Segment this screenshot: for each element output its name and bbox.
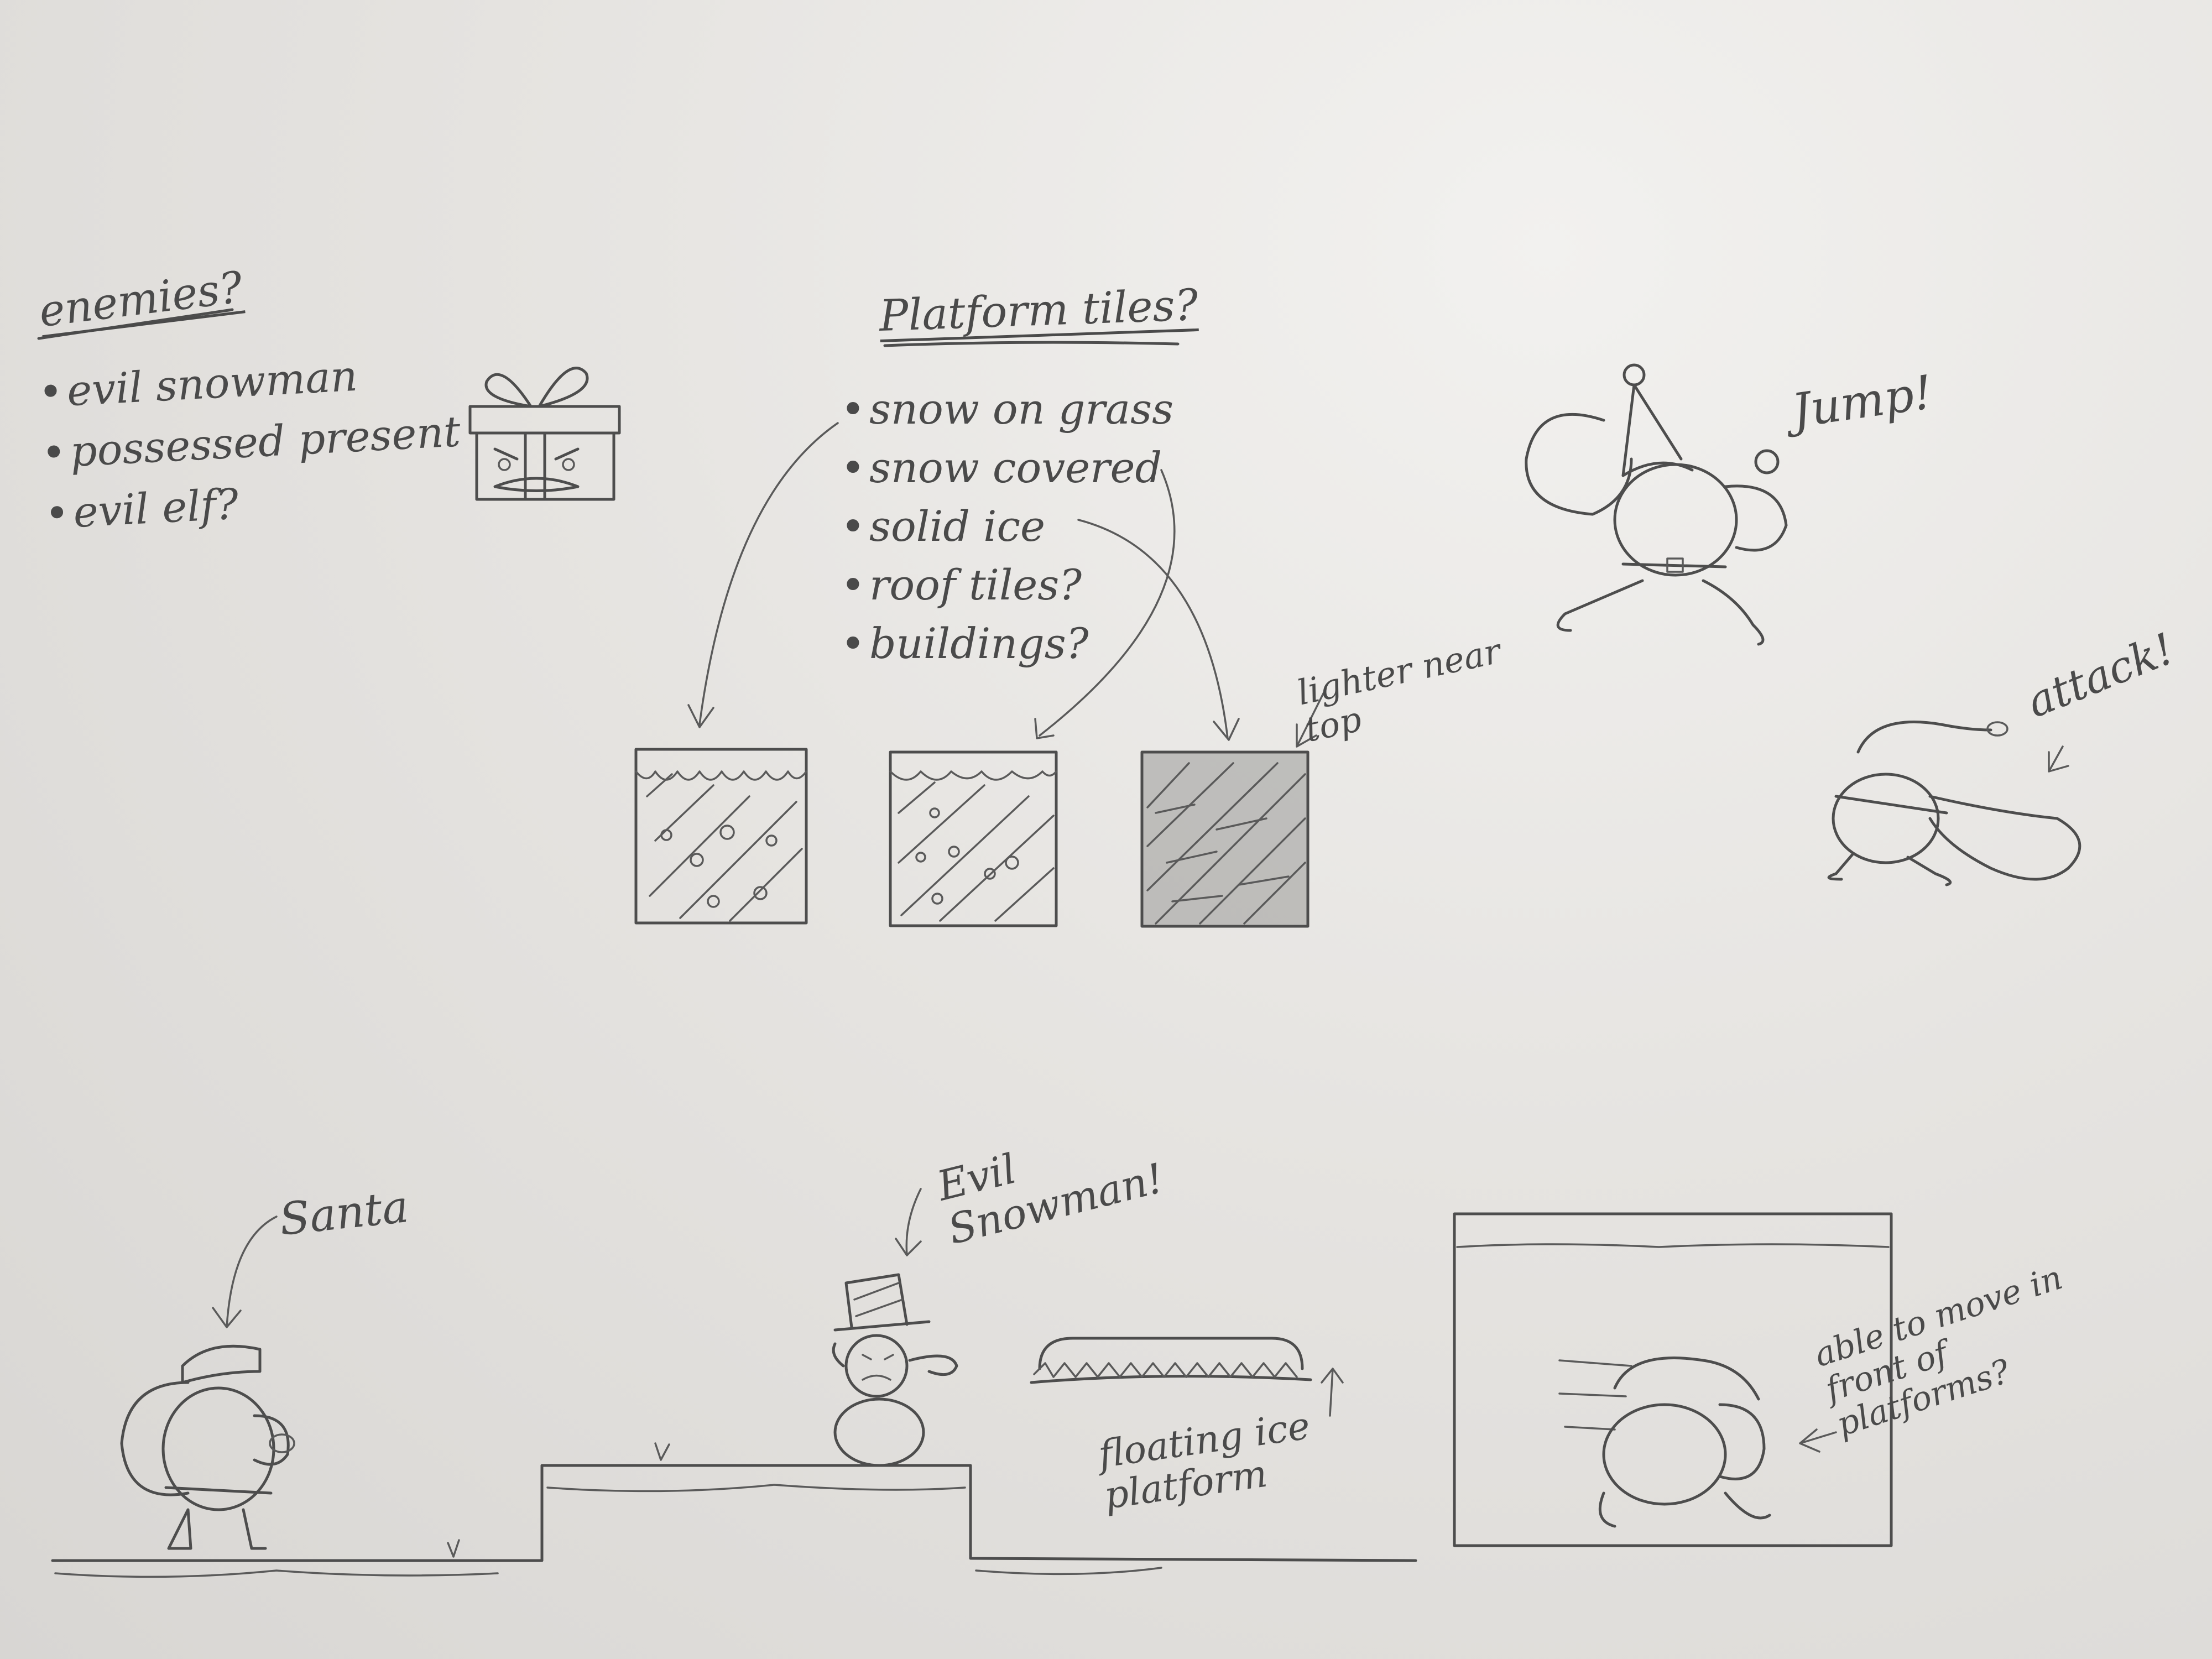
- santa-attack-drawing: [1827, 721, 2081, 886]
- snow-on-grass-arrow: [698, 422, 839, 726]
- snow-on-grass-arrowhead: [687, 704, 714, 728]
- level-ground: [51, 1442, 1417, 1578]
- tile-item-snow-covered: snow covered: [841, 443, 1173, 502]
- tile-item-roof-tiles: roof tiles?: [841, 560, 1173, 619]
- tile-snow-covered: [889, 750, 1058, 927]
- tile-item-snow-on-grass: snow on grass: [841, 384, 1173, 443]
- tile-item-buildings: buildings?: [841, 619, 1173, 677]
- lighter-note-arrow: [1296, 690, 1326, 748]
- front-of-platform-frame: [1453, 1212, 1893, 1547]
- possessed-present-drawing: [468, 367, 621, 501]
- evil-snowman-drawing: [832, 1273, 958, 1467]
- tile-solid-ice: [1140, 750, 1310, 928]
- tile-item-solid-ice: solid ice: [841, 502, 1173, 560]
- platform-tiles-heading: Platform tiles?: [878, 280, 1199, 342]
- platform-tiles-underline: [883, 341, 1180, 347]
- snowman-label-arrow: [895, 1188, 922, 1256]
- platform-tile-list: snow on grass snow covered solid ice roo…: [841, 384, 1173, 677]
- enemies-underline: [37, 308, 234, 340]
- enemy-list: evil snowman possessed present evil elf?: [37, 346, 466, 550]
- floating-ice-platform-drawing: [1030, 1337, 1344, 1417]
- santa-standing-drawing: [120, 1344, 295, 1550]
- santa-jump-drawing: [1525, 363, 1788, 646]
- snow-covered-arrowhead: [1034, 718, 1055, 739]
- solid-ice-arrowhead: [1213, 718, 1240, 741]
- tile-snow-on-grass: [634, 748, 808, 925]
- santa-label-arrow: [212, 1215, 278, 1328]
